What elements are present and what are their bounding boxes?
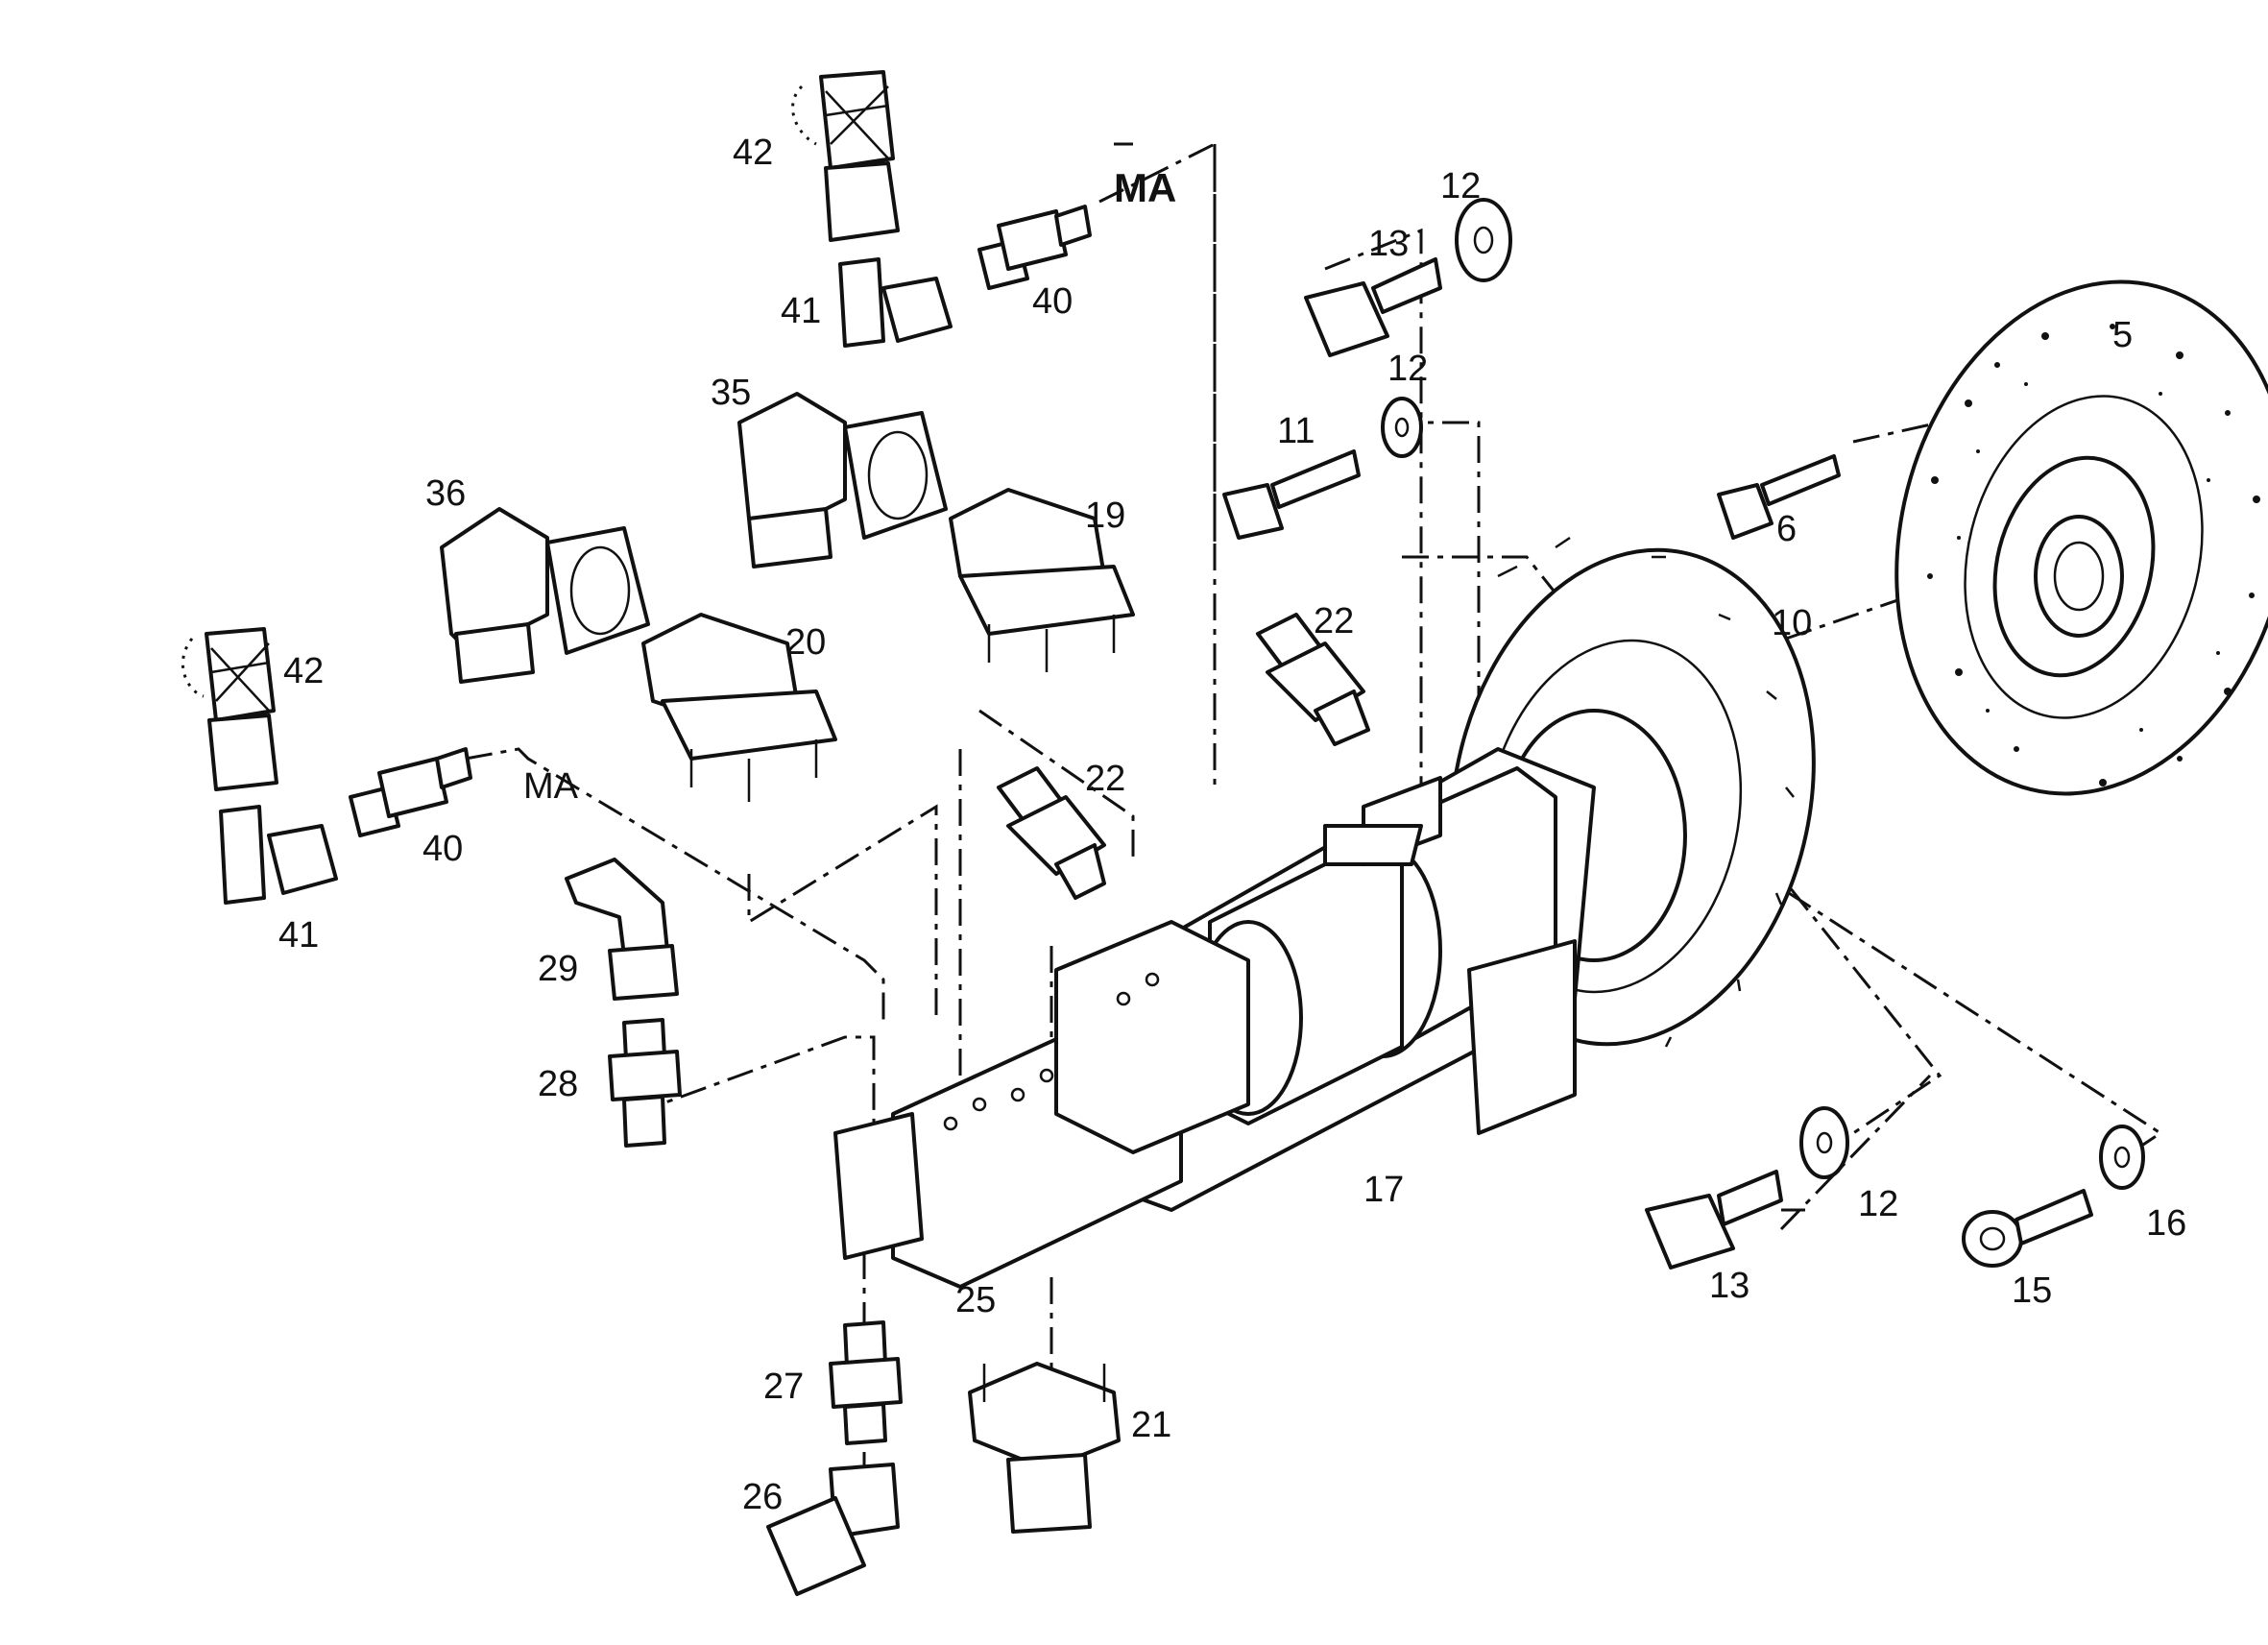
callout-28: 28 xyxy=(538,1064,579,1104)
callout-22-lower: 22 xyxy=(1085,759,1126,799)
sensor-part-22-upper xyxy=(1256,613,1370,746)
valve-block-part-25 xyxy=(833,920,1250,1289)
washer-part-16 xyxy=(2099,1125,2145,1190)
bolt-part-13-top xyxy=(1304,257,1442,357)
callout-36: 36 xyxy=(425,473,467,514)
adapter-part-28 xyxy=(608,1018,682,1148)
callout-35: 35 xyxy=(711,373,752,413)
callout-15: 15 xyxy=(2012,1270,2053,1311)
flange-part-20 xyxy=(641,613,837,802)
quick-coupling-group-lower xyxy=(181,627,472,905)
socket-bolt-part-15 xyxy=(1962,1189,2093,1268)
callout-13-top: 13 xyxy=(1368,224,1410,264)
callout-26: 26 xyxy=(742,1477,784,1517)
callout-22-upper: 22 xyxy=(1314,601,1355,641)
callout-6: 6 xyxy=(1776,509,1798,549)
callout-ma-upper: MA xyxy=(1114,165,1177,210)
callout-13-bottom: 13 xyxy=(1709,1266,1750,1306)
callout-29: 29 xyxy=(538,949,579,989)
bolt-part-11 xyxy=(1222,449,1361,540)
bolt-part-13-bottom xyxy=(1645,1170,1783,1270)
washer-part-12-bottom xyxy=(1799,1106,1849,1179)
adapter-part-27 xyxy=(829,1320,903,1445)
washer-part-12-middle xyxy=(1381,397,1423,458)
callout-40-lower: 40 xyxy=(422,829,464,869)
washer-part-12-top xyxy=(1455,198,1512,282)
flange-part-19 xyxy=(949,488,1135,672)
callout-10: 10 xyxy=(1772,603,1813,643)
elbow-fitting-part-36 xyxy=(440,507,650,684)
callout-27: 27 xyxy=(763,1367,805,1407)
callout-ma-lower: MA xyxy=(523,766,578,807)
callout-21: 21 xyxy=(1131,1405,1172,1445)
callout-41-lower: 41 xyxy=(278,915,320,956)
sensor-part-22-lower xyxy=(997,766,1106,900)
callout-20: 20 xyxy=(785,622,827,663)
callout-17: 17 xyxy=(1363,1170,1405,1210)
callout-42-upper: 42 xyxy=(733,133,774,173)
callout-5: 5 xyxy=(2112,315,2134,355)
leader-lines xyxy=(465,141,2163,1498)
bolt-part-6 xyxy=(1717,454,1841,540)
callout-19: 19 xyxy=(1085,496,1126,536)
elbow-fitting-part-35 xyxy=(737,392,948,568)
elbow-part-26 xyxy=(766,1463,900,1596)
callout-12-bottom: 12 xyxy=(1858,1184,1899,1224)
quick-coupling-group-upper xyxy=(791,70,1092,348)
brake-disc-part-5 xyxy=(1894,279,2268,796)
flange-part-21 xyxy=(968,1362,1121,1534)
callout-40-upper: 40 xyxy=(1032,281,1074,322)
hose-elbow-part-29 xyxy=(565,858,679,1001)
callout-41-upper: 41 xyxy=(781,291,822,331)
callout-12-top: 12 xyxy=(1440,166,1482,206)
callout-11: 11 xyxy=(1277,411,1315,451)
callout-25: 25 xyxy=(955,1280,997,1320)
callout-16: 16 xyxy=(2146,1203,2187,1244)
callout-12-middle: 12 xyxy=(1387,349,1429,389)
callout-42-lower: 42 xyxy=(283,651,325,691)
